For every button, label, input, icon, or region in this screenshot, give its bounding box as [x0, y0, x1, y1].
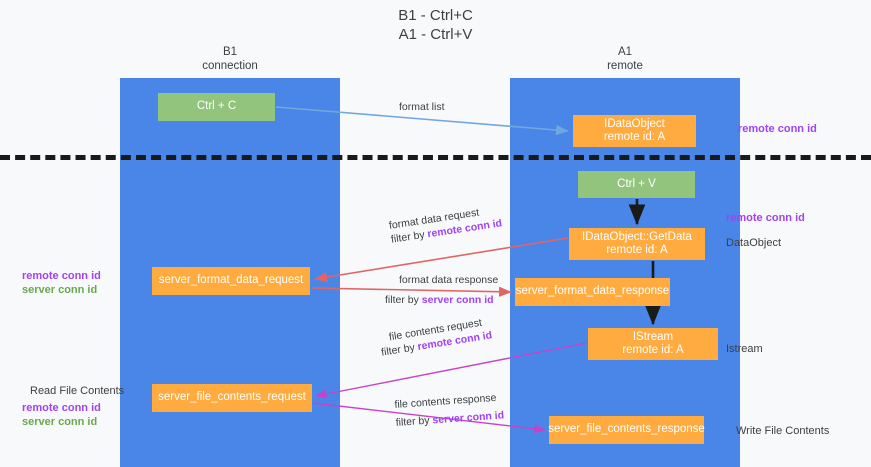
- phase-divider: [0, 155, 871, 160]
- node-server-format-data-request-label: server_format_data_request: [158, 274, 304, 287]
- edge-label-file-contents-response: file contents response filter by server …: [394, 390, 505, 429]
- edge-label-format-data-response-text: format data response: [399, 274, 499, 286]
- node-idataobject-getdata[interactable]: IDataObject::GetData remote id: A: [569, 228, 705, 260]
- node-ctrl-c-label: Ctrl + C: [196, 100, 237, 113]
- annotation-left-conn-ids-bottom: remote conn id server conn id: [22, 401, 101, 429]
- column-a1-name: A1: [617, 46, 633, 58]
- page-title: B1 - Ctrl+C A1 - Ctrl+V: [0, 6, 871, 44]
- node-idataobject[interactable]: IDataObject remote id: A: [573, 115, 696, 147]
- edge-label-file-contents-response-filter-key: server conn id: [432, 409, 505, 427]
- annotation-left-remote-conn-id-mid: remote conn id: [22, 270, 101, 282]
- node-getdata-sublabel: remote id: A: [606, 244, 668, 256]
- edge-label-format-list-text: format list: [399, 101, 445, 113]
- column-header-b1: B1 connection: [120, 46, 340, 73]
- column-a1-role: remote: [607, 59, 643, 72]
- edge-label-format-data-response-filter-key: server conn id: [421, 294, 494, 306]
- edge-label-format-data-request: format data request filter by remote con…: [388, 202, 503, 246]
- node-server-file-contents-request[interactable]: server_file_contents_request: [152, 384, 312, 412]
- annotation-istream: Istream: [726, 343, 763, 355]
- edge-label-format-data-request-filter-prefix: filter by: [390, 228, 429, 246]
- node-server-format-data-request[interactable]: server_format_data_request: [152, 267, 310, 295]
- annotation-left-conn-ids-mid: remote conn id server conn id: [22, 269, 101, 297]
- title-line-1: B1 - Ctrl+C: [398, 7, 473, 24]
- node-istream-sublabel: remote id: A: [622, 344, 684, 356]
- node-ctrl-c[interactable]: Ctrl + C: [158, 93, 275, 121]
- node-server-file-contents-response-label: server_file_contents_response: [548, 423, 705, 436]
- edge-label-format-data-response-filter-prefix: filter by: [385, 294, 422, 306]
- column-b1-role: connection: [202, 59, 258, 72]
- node-idataobject-sublabel: remote id: A: [603, 131, 666, 143]
- node-istream[interactable]: IStream remote id: A: [588, 328, 718, 360]
- annotation-read-file-contents: Read File Contents: [30, 385, 125, 397]
- edge-label-format-data-response: format data response filter by server co…: [385, 273, 498, 307]
- node-ctrl-v[interactable]: Ctrl + V: [578, 171, 695, 198]
- node-istream-label: IStream: [632, 330, 674, 343]
- column-header-a1: A1 remote: [510, 46, 740, 73]
- node-server-file-contents-request-label: server_file_contents_request: [158, 391, 306, 404]
- annotation-remote-conn-id-top: remote conn id: [738, 123, 817, 135]
- title-line-2: A1 - Ctrl+V: [398, 26, 473, 43]
- edge-label-file-contents-request: file contents request filter by remote c…: [378, 314, 493, 359]
- annotation-remote-conn-id-mid: remote conn id: [726, 212, 805, 224]
- column-b1-name: B1: [222, 46, 238, 58]
- node-idataobject-label: IDataObject: [604, 117, 665, 130]
- node-getdata-label: IDataObject::GetData: [582, 230, 692, 243]
- annotation-left-server-conn-id-bottom: server conn id: [22, 416, 98, 428]
- node-server-file-contents-response[interactable]: server_file_contents_response: [548, 416, 705, 444]
- node-server-format-data-response-label: server_format_data_response: [515, 285, 670, 298]
- annotation-write-file-contents: Write File Contents: [736, 425, 830, 437]
- annotation-dataobject: DataObject: [726, 237, 782, 249]
- edge-label-file-contents-response-filter-prefix: filter by: [395, 414, 433, 429]
- edge-label-format-list: format list: [399, 100, 445, 114]
- annotation-left-remote-conn-id-bottom: remote conn id: [22, 402, 101, 414]
- node-ctrl-v-label: Ctrl + V: [617, 177, 656, 190]
- annotation-left-server-conn-id-mid: server conn id: [22, 284, 98, 296]
- node-server-format-data-response[interactable]: server_format_data_response: [515, 278, 670, 306]
